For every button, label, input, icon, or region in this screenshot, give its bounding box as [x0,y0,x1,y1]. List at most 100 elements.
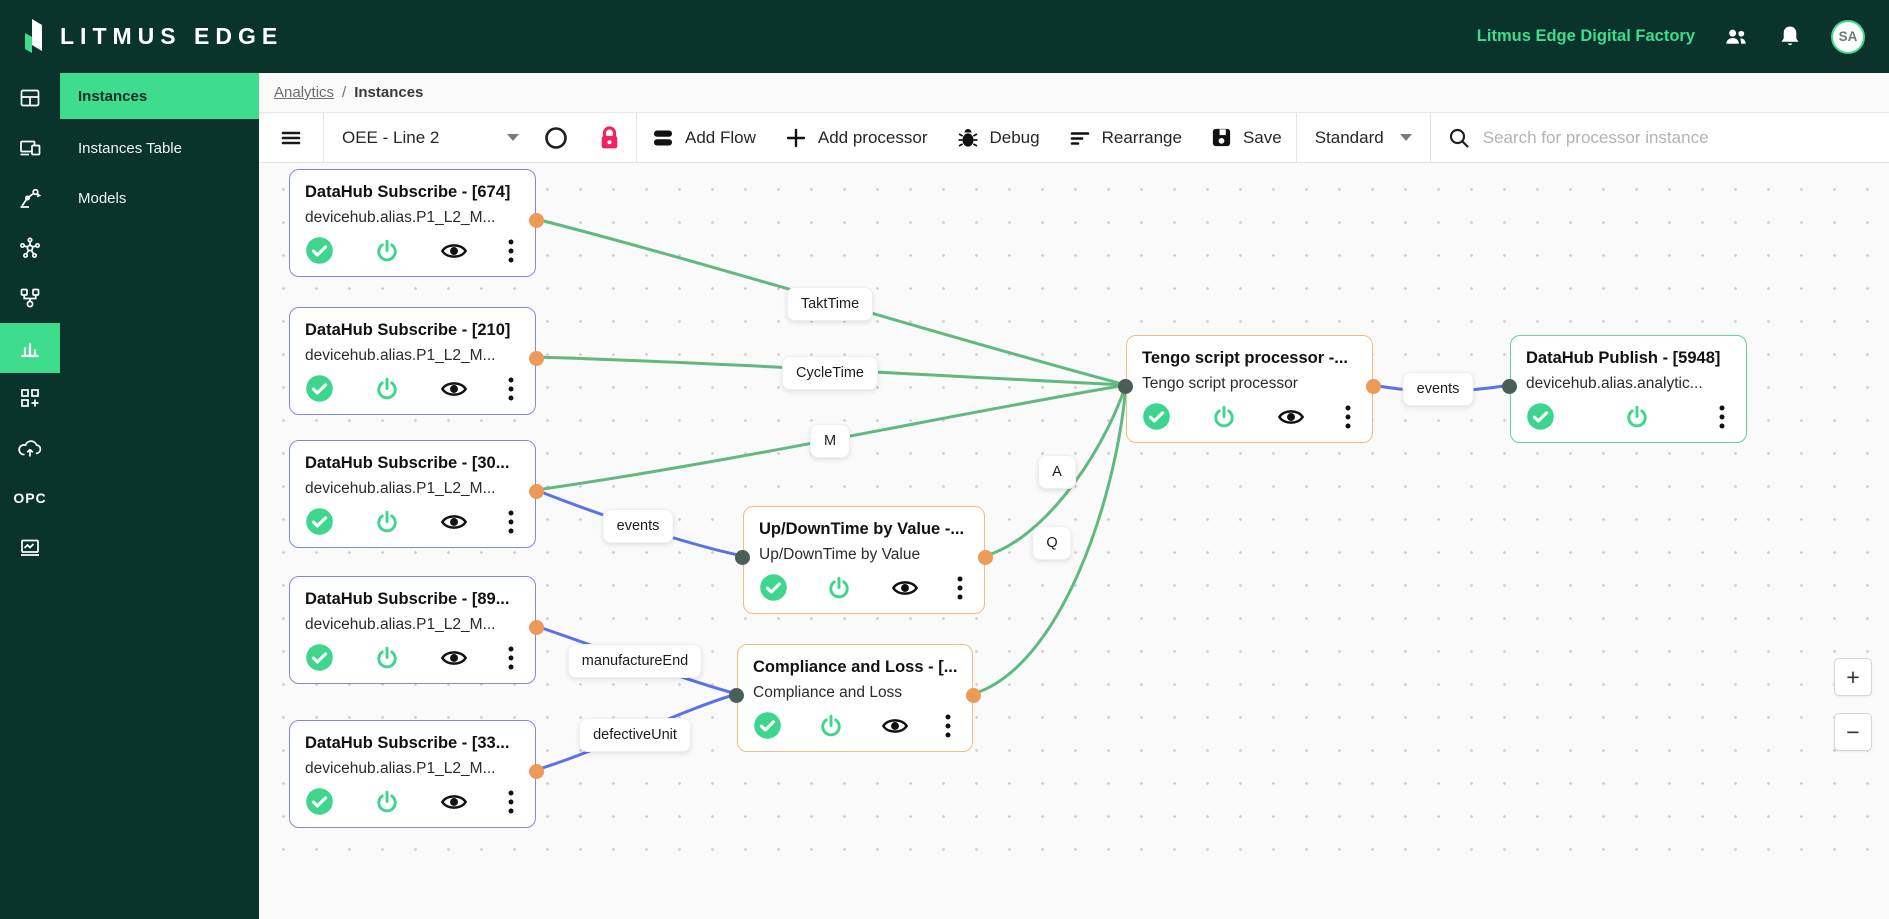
eye-icon[interactable] [440,647,468,669]
sidebar-opc-item[interactable]: OPC [0,473,60,523]
add-flow-label: Add Flow [685,127,756,147]
eye-icon[interactable] [1277,406,1305,428]
save-button[interactable]: Save [1196,113,1296,162]
view-mode-dropdown[interactable]: Standard [1297,113,1430,162]
sidebar-integrations-icon[interactable] [0,373,60,423]
kebab-menu-icon[interactable] [1345,404,1351,430]
sidebar-opc-label: OPC [13,490,47,506]
input-port[interactable] [729,688,744,703]
sidebar-cloud-upload-icon[interactable] [0,423,60,473]
status-check-icon [305,236,334,265]
kebab-menu-icon[interactable] [957,575,963,601]
flow-status-icon[interactable] [529,113,583,162]
users-icon[interactable] [1723,24,1749,50]
notifications-bell-icon[interactable] [1777,24,1803,50]
kebab-menu-icon[interactable] [508,376,514,402]
node-datahub-subscribe-210[interactable]: DataHub Subscribe - [210] devicehub.alia… [289,307,544,415]
edge-label-q: Q [1032,526,1072,560]
node-datahub-subscribe-30[interactable]: DataHub Subscribe - [30... devicehub.ali… [289,440,544,548]
eye-icon[interactable] [440,511,468,533]
output-port[interactable] [529,213,544,228]
power-toggle-icon[interactable] [374,238,400,264]
node-title: DataHub Publish - [5948] [1526,349,1721,367]
rearrange-lines-icon [1070,131,1089,145]
debug-button[interactable]: Debug [942,113,1054,162]
kebab-menu-icon[interactable] [508,238,514,264]
edge-label-events-publish: events [1402,372,1474,406]
power-toggle-icon[interactable] [374,645,400,671]
flow-select-value: OEE - Line 2 [342,127,440,147]
power-toggle-icon[interactable] [826,575,852,601]
power-toggle-icon[interactable] [374,376,400,402]
sidebar: OPC Instances Instances Table Models [0,73,259,919]
node-title: DataHub Subscribe - [674] [305,183,511,201]
node-datahub-publish-5948[interactable]: DataHub Publish - [5948] devicehub.alias… [1502,335,1747,443]
zoom-out-button[interactable]: − [1834,713,1872,751]
power-toggle-icon[interactable] [374,789,400,815]
power-toggle-icon[interactable] [1211,404,1237,430]
node-updowntime-by-value[interactable]: Up/DownTime by Value -... Up/DownTime by… [735,506,993,614]
sidebar-network-hub-icon[interactable] [0,223,60,273]
flow-menu-button[interactable] [259,113,323,162]
flow-select-dropdown[interactable]: OEE - Line 2 [324,113,529,162]
flow-toolbar: OEE - Line 2 Add Flow Add processor Debu… [259,112,1889,163]
node-subtitle: devicehub.alias.P1_L2_M... [305,347,496,364]
output-port[interactable] [529,351,544,366]
breadcrumb-analytics-link[interactable]: Analytics [274,84,335,101]
sidebar-monitor-chart-icon[interactable] [0,523,60,573]
node-datahub-subscribe-89[interactable]: DataHub Subscribe - [89... devicehub.ali… [289,576,544,684]
zoom-in-button[interactable]: + [1834,658,1872,696]
power-toggle-icon[interactable] [1624,404,1650,430]
sidebar-devices-icon[interactable] [0,123,60,173]
eye-icon[interactable] [881,715,909,737]
node-datahub-subscribe-33[interactable]: DataHub Subscribe - [33... devicehub.ali… [289,720,544,828]
power-toggle-icon[interactable] [818,713,844,739]
lock-icon[interactable] [583,113,636,162]
output-port[interactable] [529,764,544,779]
sidebar-item-instances[interactable]: Instances [60,73,259,119]
breadcrumb-separator: / [342,84,347,101]
topbar: LITMUS EDGE Litmus Edge Digital Factory … [0,0,1889,73]
user-avatar[interactable]: SA [1831,19,1865,54]
edge-label-m: M [809,424,851,458]
rearrange-button[interactable]: Rearrange [1054,113,1196,162]
add-processor-label: Add processor [817,127,928,147]
sidebar-flows-icon[interactable] [0,273,60,323]
output-port[interactable] [529,484,544,499]
node-tengo-script-processor[interactable]: Tengo script processor -... Tengo script… [1118,335,1381,443]
eye-icon[interactable] [440,240,468,262]
node-datahub-subscribe-674[interactable]: DataHub Subscribe - [674] devicehub.alia… [289,169,544,277]
sidebar-analytics-icon[interactable] [0,323,60,373]
status-check-icon [305,374,334,403]
node-compliance-and-loss[interactable]: Compliance and Loss - [... Compliance an… [729,644,981,752]
add-flow-button[interactable]: Add Flow [637,113,770,162]
chevron-down-icon [507,134,519,141]
sidebar-models-icon[interactable] [0,173,60,223]
tenant-name: Litmus Edge Digital Factory [1476,27,1695,45]
sidebar-dashboard-icon[interactable] [0,73,60,123]
flow-canvas[interactable]: DataHub Subscribe - [674] devicehub.alia… [259,163,1889,919]
output-port[interactable] [966,688,981,703]
input-port[interactable] [735,550,750,565]
output-port[interactable] [978,550,993,565]
eye-icon[interactable] [440,791,468,813]
kebab-menu-icon[interactable] [508,509,514,535]
power-toggle-icon[interactable] [374,509,400,535]
add-processor-button[interactable]: Add processor [770,113,942,162]
kebab-menu-icon[interactable] [1719,404,1725,430]
node-title: Tengo script processor -... [1142,349,1348,367]
kebab-menu-icon[interactable] [945,713,951,739]
output-port[interactable] [1366,379,1381,394]
layers-icon [654,130,672,145]
kebab-menu-icon[interactable] [508,789,514,815]
search-input[interactable] [1482,127,1873,148]
kebab-menu-icon[interactable] [508,645,514,671]
sidebar-item-instances-table[interactable]: Instances Table [78,139,182,157]
output-port[interactable] [529,620,544,635]
input-port[interactable] [1502,379,1517,394]
input-port[interactable] [1118,379,1133,394]
eye-icon[interactable] [891,577,919,599]
eye-icon[interactable] [440,378,468,400]
sidebar-item-models[interactable]: Models [78,189,127,207]
